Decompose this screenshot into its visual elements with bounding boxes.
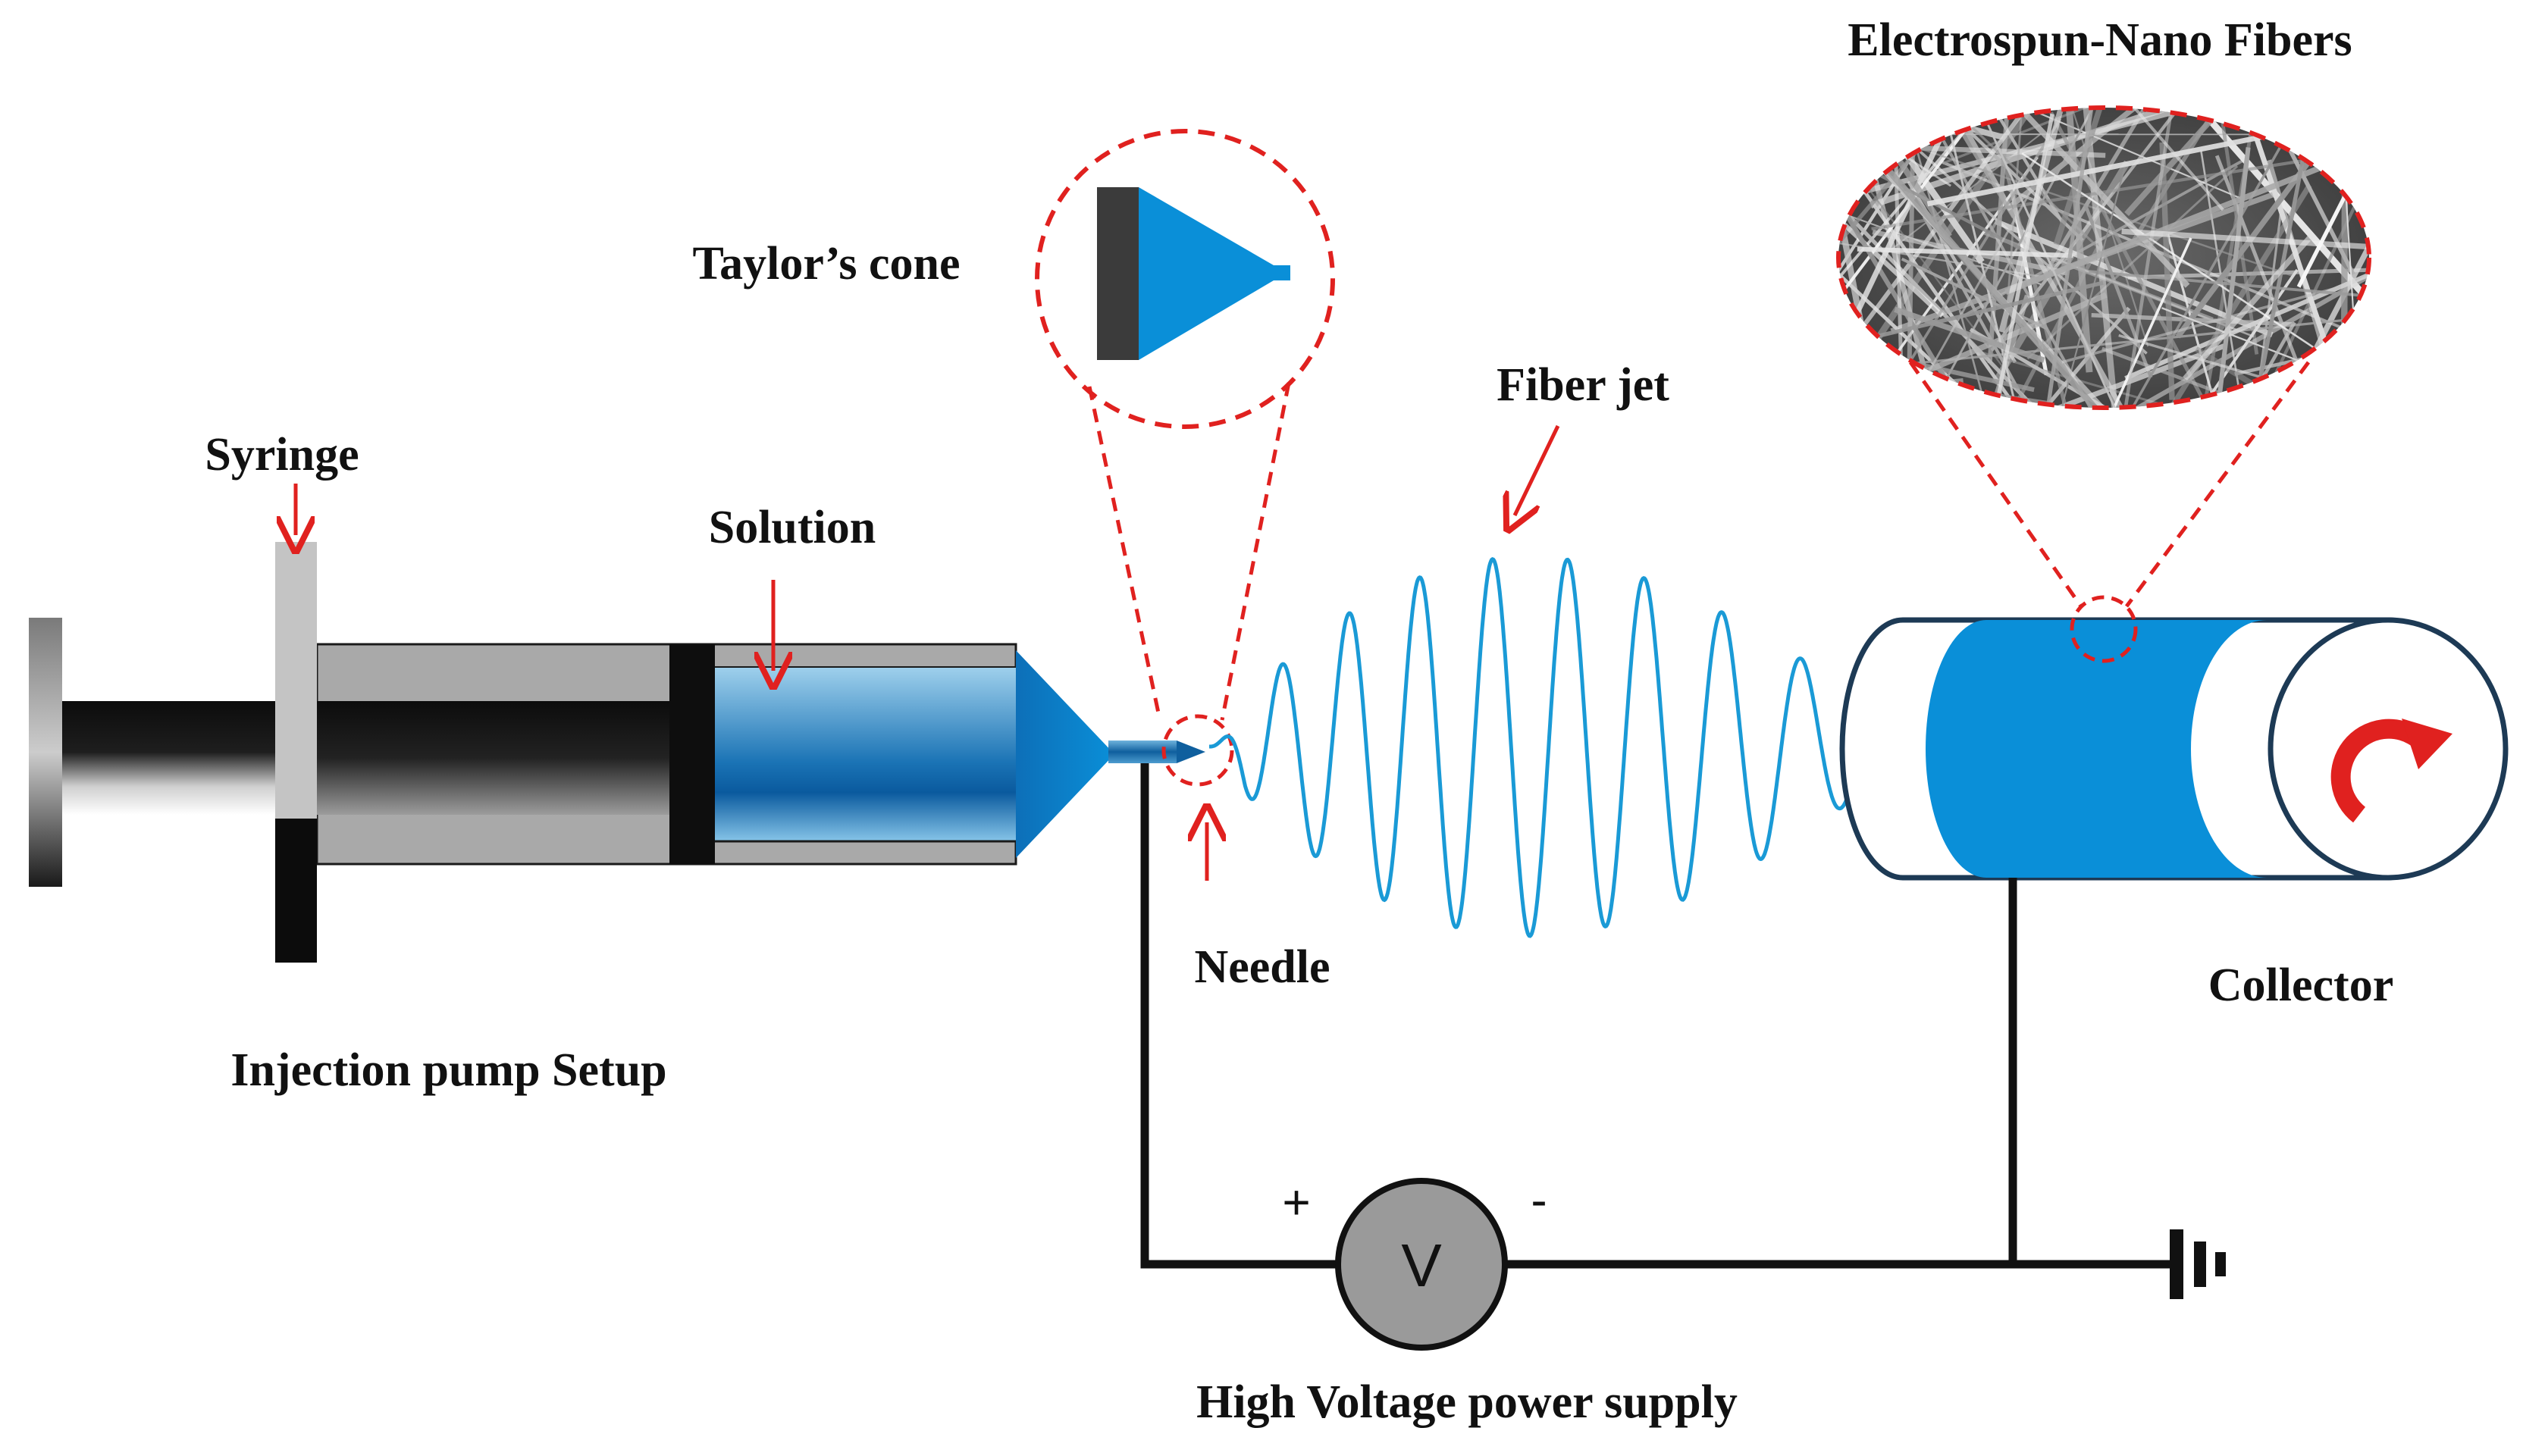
- positive-terminal-sign: +: [1282, 1175, 1310, 1229]
- voltmeter-label: V: [1401, 1232, 1442, 1299]
- electrospun-nanofibers-label: Electrospun-Nano Fibers: [1848, 14, 2352, 66]
- voltmeter-icon: V: [1338, 1181, 1505, 1348]
- fiber-jet-label: Fiber jet: [1497, 359, 1669, 411]
- taylor-cone-needle-wall: [1097, 187, 1139, 360]
- needle-label: Needle: [1194, 941, 1330, 993]
- taylor-cone-label: Taylor’s cone: [692, 238, 960, 290]
- collector-label: Collector: [2208, 960, 2393, 1011]
- collector: [1842, 597, 2506, 878]
- plunger-inner: [317, 701, 669, 815]
- syringe-cone-tip: [1016, 650, 1114, 858]
- taylor-connector-left: [1089, 387, 1160, 720]
- nanofiber-mesh-image: [1650, 0, 2523, 631]
- injection-pump-setup: [29, 542, 1205, 963]
- ground-symbol-icon: [2170, 1229, 2226, 1299]
- nanofiber-callout: [1650, 0, 2523, 631]
- high-voltage-power-supply-label: High Voltage power supply: [1196, 1376, 1738, 1428]
- nanofiber-strand: [1851, 97, 2005, 138]
- fiber-jet-arrow: [1515, 426, 1558, 515]
- nanofiber-strand: [1846, 315, 1854, 479]
- fiber-jet-wave: [1209, 559, 1929, 936]
- plunger-end-flange: [29, 618, 62, 887]
- negative-terminal-sign: -: [1531, 1173, 1547, 1227]
- syringe-finger-flange-bottom: [275, 819, 317, 963]
- nanofiber-strand: [1807, 92, 1951, 186]
- needle-tip: [1177, 741, 1205, 763]
- collector-end-face: [2271, 620, 2506, 878]
- plunger-seal: [669, 644, 715, 864]
- needle-body: [1108, 741, 1177, 763]
- injection-pump-setup-label: Injection pump Setup: [230, 1044, 666, 1096]
- solution-label: Solution: [709, 502, 876, 553]
- solution-fill: [715, 667, 1016, 841]
- syringe-finger-flange-top: [275, 542, 317, 860]
- nanofiber-strand: [2344, 33, 2346, 424]
- syringe-label: Syringe: [205, 429, 359, 481]
- taylor-cone-callout: [1037, 131, 1333, 784]
- nanofiber-strand: [1766, 381, 1963, 400]
